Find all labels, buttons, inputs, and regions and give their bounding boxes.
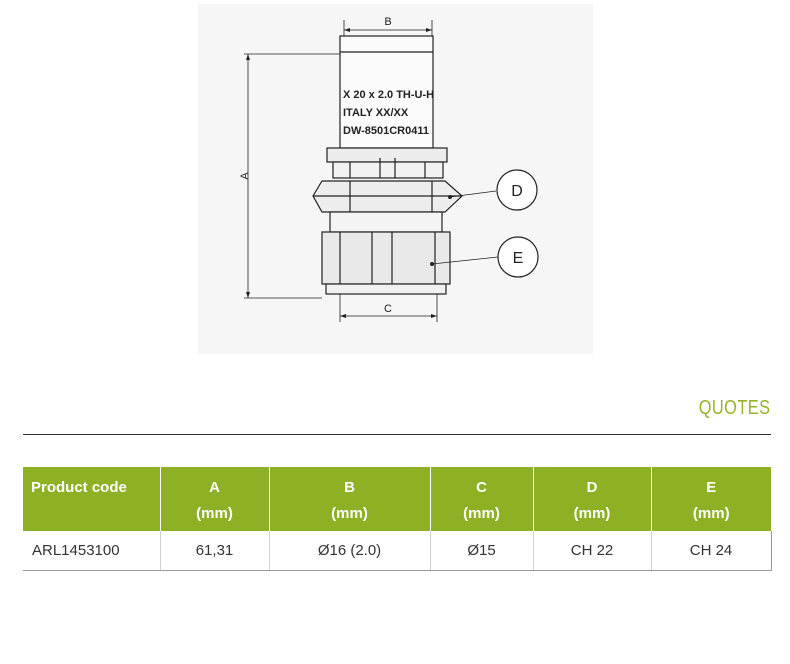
dim-label-b: B xyxy=(384,16,391,28)
header-d: D(mm) xyxy=(533,467,652,531)
dim-label-c: C xyxy=(384,303,392,315)
header-a: A(mm) xyxy=(160,467,270,531)
fitting-technical-drawing: X 20 x 2.0 TH-U-H ITALY XX/XX DW-8501CR0… xyxy=(239,16,539,322)
engraving-line-3: DW-8501CR0411 xyxy=(343,125,429,137)
header-e: E(mm) xyxy=(651,467,771,531)
cell-d: CH 22 xyxy=(533,531,652,571)
cell-a: 61,31 xyxy=(160,531,270,571)
header-product-code: Product code xyxy=(23,467,161,531)
header-c: C(mm) xyxy=(430,467,534,531)
dimensions-table: Product code A(mm) B(mm) C(mm) D(mm) E(m… xyxy=(23,467,772,571)
section-divider xyxy=(23,434,771,435)
cell-b: Ø16 (2.0) xyxy=(269,531,431,571)
engraving-line-1: X 20 x 2.0 TH-U-H xyxy=(343,89,434,101)
cell-e: CH 24 xyxy=(651,531,772,571)
dim-label-a: A xyxy=(239,172,251,180)
callout-d: D xyxy=(511,183,523,200)
engraving-line-2: ITALY XX/XX xyxy=(343,107,409,119)
section-title: QUOTES xyxy=(698,397,770,419)
table-row: ARL1453100 61,31 Ø16 (2.0) Ø15 CH 22 CH … xyxy=(23,531,772,571)
table-header-row: Product code A(mm) B(mm) C(mm) D(mm) E(m… xyxy=(23,467,771,531)
cell-product-code: ARL1453100 xyxy=(23,531,161,571)
header-b: B(mm) xyxy=(269,467,431,531)
callout-e: E xyxy=(513,250,524,267)
cell-c: Ø15 xyxy=(430,531,534,571)
